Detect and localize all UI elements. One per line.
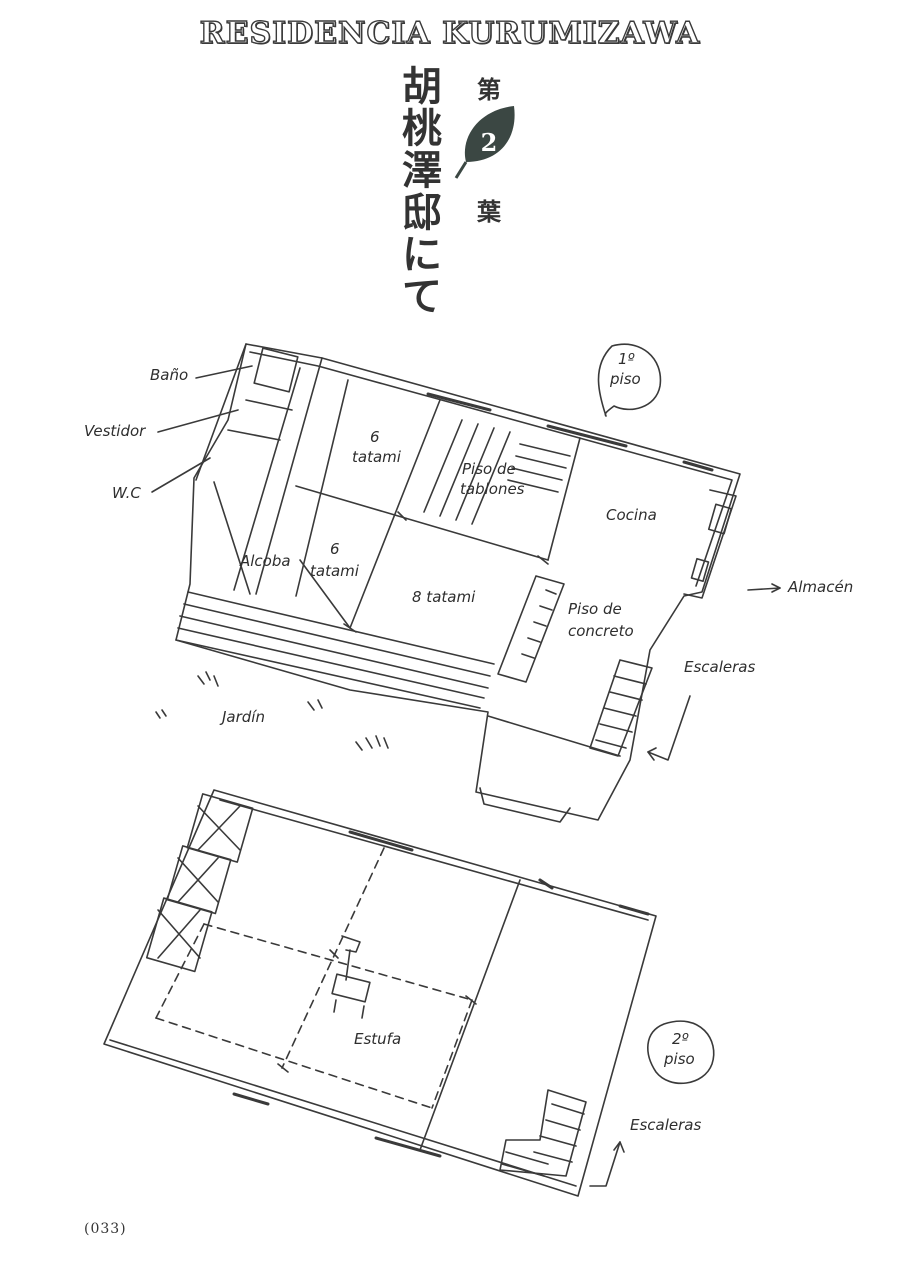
floor1-badge-line2: piso: [610, 370, 641, 388]
label-storage: Almacén: [788, 578, 854, 596]
label-alcove: Alcoba: [240, 552, 291, 570]
leaf-icon: [454, 106, 515, 179]
label-plank-floor-line1: Piso de: [462, 460, 516, 478]
page-title: RESIDENCIA KURUMIZAWA: [199, 15, 701, 51]
label-stove: Estufa: [354, 1030, 402, 1048]
label-room-6-bottom-line2: tatami: [310, 562, 359, 580]
chapter-suffix: 葉: [477, 197, 501, 226]
floor1-plan: [151, 343, 781, 823]
chapter-number: 2: [480, 128, 498, 157]
label-kitchen: Cocina: [606, 506, 657, 524]
floor2-badge-line2: piso: [664, 1050, 695, 1068]
floor2-badge-line1: 2º: [672, 1030, 689, 1048]
label-room-8: 8 tatami: [412, 588, 476, 606]
japanese-title: 胡桃澤邸にて: [402, 63, 442, 320]
chapter-prefix: 第: [477, 75, 501, 104]
page-number: (033): [84, 1221, 127, 1237]
floor1-badge-line1: 1º: [618, 350, 635, 368]
label-room-6-top-line1: 6: [370, 428, 380, 446]
label-garden: Jardín: [222, 708, 265, 726]
label-concrete-floor-line2: concreto: [568, 622, 634, 640]
label-concrete-floor-line1: Piso de: [568, 600, 622, 618]
label-stairs-floor2: Escaleras: [630, 1116, 702, 1134]
label-dressing: Vestidor: [84, 422, 146, 440]
label-wc: W.C: [112, 484, 141, 502]
label-room-6-bottom-line1: 6: [330, 540, 340, 558]
label-bath: Baño: [150, 366, 189, 384]
floor2-plan: [103, 789, 715, 1197]
label-stairs-floor1: Escaleras: [684, 658, 756, 676]
label-plank-floor-line2: tablones: [460, 480, 525, 498]
label-room-6-top-line2: tatami: [352, 448, 401, 466]
